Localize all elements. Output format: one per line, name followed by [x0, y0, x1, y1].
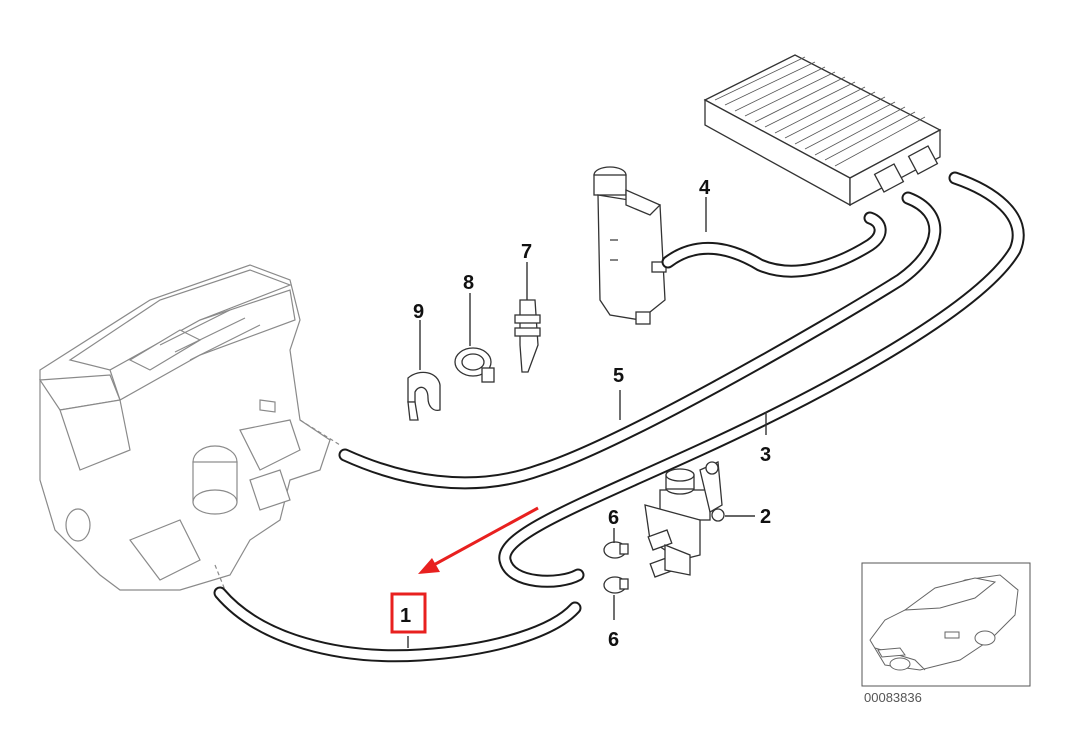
engine-block: [38, 264, 341, 591]
heater-core: [703, 54, 942, 207]
callout-2: 2: [760, 506, 771, 528]
callout-4: 4: [699, 177, 711, 199]
callout-7: 7: [521, 241, 532, 263]
hose-3: [498, 171, 1025, 588]
highlight-box: [390, 592, 427, 634]
clamp-6-upper: [603, 541, 629, 559]
car-thumbnail: [861, 562, 1031, 687]
holder-7: [514, 299, 541, 373]
callout-1: 1: [400, 605, 411, 627]
callout-6-lower: 6: [608, 629, 619, 651]
callout-3: 3: [760, 444, 771, 466]
callout-9: 9: [413, 301, 424, 323]
callout-8: 8: [463, 272, 474, 294]
hose-5: [338, 191, 942, 490]
hose-4: [661, 211, 887, 278]
callout-6-upper: 6: [608, 507, 619, 529]
holder-9: [407, 371, 441, 421]
clamp-6-lower: [603, 576, 629, 594]
reference-number: 00083836: [864, 690, 922, 705]
leader-lines: [407, 197, 767, 648]
expansion-tank: [593, 166, 667, 325]
hose-clamp-8: [454, 347, 495, 383]
hose-1: [213, 586, 582, 663]
highlight-arrow: [418, 506, 539, 574]
water-valve: [644, 461, 725, 578]
callout-5: 5: [613, 365, 624, 387]
